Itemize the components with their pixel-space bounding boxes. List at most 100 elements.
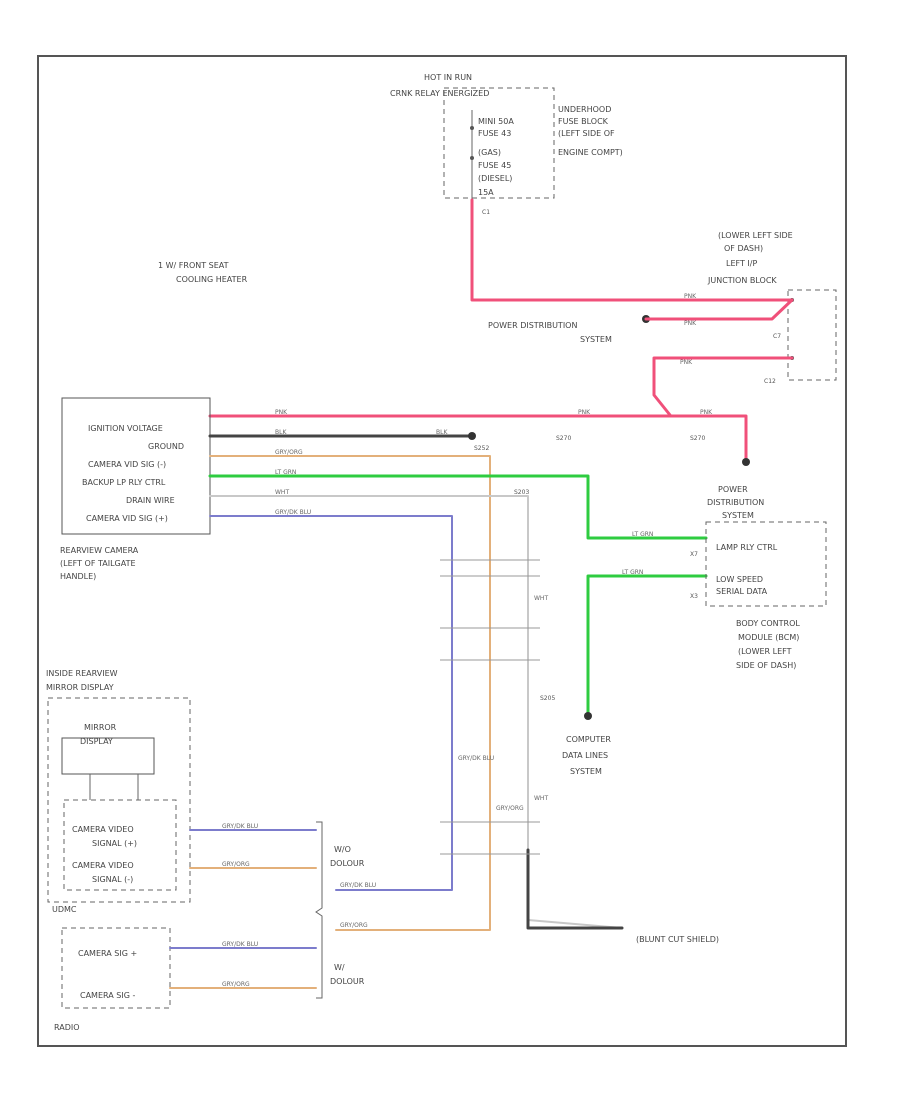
- fuse-line-6: 15A: [478, 188, 494, 197]
- wire-pnk-junction-to-power-dist: [644, 298, 794, 321]
- wire-label-blu-3: GRY/DK BLU: [458, 755, 494, 762]
- bcm-pin-id-x7: X7: [690, 551, 698, 558]
- wire-tan-vid-sig-minus: [209, 455, 491, 931]
- underhood-fuse-block: HOT IN RUN CRNK RELAY ENERGIZED MINI 50A…: [390, 73, 623, 216]
- mirror-display-box: [61, 737, 155, 775]
- connector-hash-marks: [440, 559, 540, 855]
- shield-label: (BLUNT CUT SHIELD): [636, 935, 719, 944]
- junction-pin-c12: C12: [764, 378, 776, 385]
- camera-desc-line-3: HANDLE): [60, 572, 96, 581]
- wire-label-tan-5: GRY/ORG: [222, 981, 250, 988]
- wire-wht-drain: [209, 495, 623, 929]
- wire-label-blu-4: GRY/DK BLU: [222, 823, 258, 830]
- fuse-line-1: MINI 50A: [478, 117, 514, 126]
- wire-pnk-fuse-to-junction: [470, 198, 794, 302]
- computer-data-line-3: SYSTEM: [570, 767, 602, 776]
- wire-label-pnk-6: PNK: [700, 409, 713, 416]
- mirror-footer: UDMC: [52, 905, 77, 914]
- bcm-pin-id-x3: X3: [690, 593, 698, 600]
- wire-label-grn-3: LT GRN: [622, 569, 643, 576]
- wire-label-pnk-4: PNK: [275, 409, 288, 416]
- fuse-header-line-2: CRNK RELAY ENERGIZED: [390, 89, 489, 98]
- fuse-line-5: (DIESEL): [478, 174, 512, 183]
- junction-pin-c7: C7: [773, 333, 781, 340]
- wire-label-wht-1: WHT: [275, 489, 289, 496]
- bcm-desc-line-1: BODY CONTROL: [736, 619, 800, 628]
- inside-rearview-mirror: INSIDE REARVIEW MIRROR DISPLAY MIRROR DI…: [46, 669, 191, 914]
- wire-label-grn-2: LT GRN: [632, 531, 653, 538]
- wire-label-blk-1: BLK: [275, 429, 287, 436]
- variant-wo-line-1: W/O: [334, 845, 351, 854]
- fuse-block-outline: [443, 87, 555, 199]
- wire-pnk-ignition: [208, 414, 748, 464]
- radio-module: CAMERA SIG + CAMERA SIG - RADIO: [54, 927, 171, 1032]
- wire-grn-serial-data: [586, 574, 708, 716]
- variant-w-line-2: DOLOUR: [330, 977, 365, 986]
- splice-label-2: S203: [514, 489, 529, 496]
- left-ip-junction-block: (LOWER LEFT SIDE OF DASH) LEFT I/P JUNCT…: [707, 231, 837, 385]
- camera-pin-ground: GROUND: [148, 442, 184, 451]
- power-dist-2-line-1: POWER: [718, 485, 748, 494]
- wire-blk-shield: [526, 848, 624, 930]
- junction-desc-line-1: (LOWER LEFT SIDE: [718, 231, 793, 240]
- radio-outline: [61, 927, 171, 1009]
- wire-label-blu-5: GRY/DK BLU: [222, 941, 258, 948]
- mirror-pin-1-line-1: CAMERA VIDEO: [72, 825, 134, 834]
- junction-desc-line-2: OF DASH): [724, 244, 763, 253]
- footnote-line-2: COOLING HEATER: [176, 275, 248, 284]
- wire-label-tan-4: GRY/ORG: [222, 861, 250, 868]
- radio-footer: RADIO: [54, 1023, 80, 1032]
- camera-pin-backup-lp-rly-ctrl: BACKUP LP RLY CTRL: [82, 478, 166, 487]
- mirror-header-line-1: INSIDE REARVIEW: [46, 669, 118, 678]
- fuse-desc-line-4: ENGINE COMPT): [558, 148, 623, 157]
- fuse-line-3: (GAS): [478, 148, 501, 157]
- splice-label-4: S270: [556, 435, 571, 442]
- splice-label-3: S205: [540, 695, 555, 702]
- fuse-header-line-1: HOT IN RUN: [424, 73, 472, 82]
- ground-node: [468, 432, 476, 440]
- fuse-line-4: FUSE 45: [478, 161, 511, 170]
- mirror-header-line-2: MIRROR DISPLAY: [46, 683, 114, 692]
- wire-label-pnk-1: PNK: [684, 293, 697, 300]
- splice-label-5: S270: [690, 435, 705, 442]
- mirror-inner-outline: [63, 799, 177, 891]
- wire-pnk-junction-down: [652, 356, 794, 417]
- wire-label-tan-2: GRY/ORG: [340, 922, 368, 929]
- bcm-desc-line-2: MODULE (BCM): [738, 633, 799, 642]
- wire-label-wht-3: WHT: [534, 795, 548, 802]
- bcm-pin-low-speed: LOW SPEED: [716, 575, 763, 584]
- wire-label-tan-3: GRY/ORG: [496, 805, 524, 812]
- fuse-desc-line-2: FUSE BLOCK: [558, 117, 609, 126]
- camera-desc-line-2: (LEFT OF TAILGATE: [60, 559, 136, 568]
- camera-pin-vid-sig-plus: CAMERA VID SIG (+): [86, 514, 168, 523]
- junction-desc-line-3: LEFT I/P: [726, 259, 757, 268]
- rearview-camera: IGNITION VOLTAGE GROUND CAMERA VID SIG (…: [60, 397, 211, 581]
- splice-label-1: S252: [474, 445, 489, 452]
- junction-desc-line-4: JUNCTION BLOCK: [707, 276, 777, 285]
- wire-label-pnk-3: PNK: [680, 359, 693, 366]
- camera-pin-ignition-voltage: IGNITION VOLTAGE: [88, 424, 163, 433]
- mirror-display-line-2: DISPLAY: [80, 737, 113, 746]
- wire-label-blu-2: GRY/DK BLU: [340, 882, 376, 889]
- power-dist-2-line-2: DISTRIBUTION: [707, 498, 764, 507]
- power-dist-2-line-3: SYSTEM: [722, 511, 754, 520]
- mirror-pin-2-line-2: SIGNAL (-): [92, 875, 133, 884]
- power-dist-1-line-1: POWER DISTRIBUTION: [488, 321, 577, 330]
- bcm-outline: [705, 521, 827, 607]
- wire-label-grn-1: LT GRN: [275, 469, 296, 476]
- computer-data-line-2: DATA LINES: [562, 751, 608, 760]
- junction-block-outline: [787, 289, 837, 381]
- variant-bracket: [315, 821, 323, 999]
- fuse-desc-line-3: (LEFT SIDE OF: [558, 129, 615, 138]
- body-control-module: LAMP RLY CTRL LOW SPEED SERIAL DATA X7 X…: [690, 521, 827, 670]
- fuse-pin-c1: C1: [482, 209, 490, 216]
- wire-label-tan-1: GRY/ORG: [275, 449, 303, 456]
- bcm-pin-lamp-rly-ctrl: LAMP RLY CTRL: [716, 543, 778, 552]
- camera-pin-drain-wire: DRAIN WIRE: [126, 496, 175, 505]
- diagram-frame: [37, 55, 847, 1047]
- variant-w-line-1: W/: [334, 963, 345, 972]
- bcm-desc-line-4: SIDE OF DASH): [736, 661, 796, 670]
- mirror-display-line-1: MIRROR: [84, 723, 117, 732]
- wire-label-blk-2: BLK: [436, 429, 448, 436]
